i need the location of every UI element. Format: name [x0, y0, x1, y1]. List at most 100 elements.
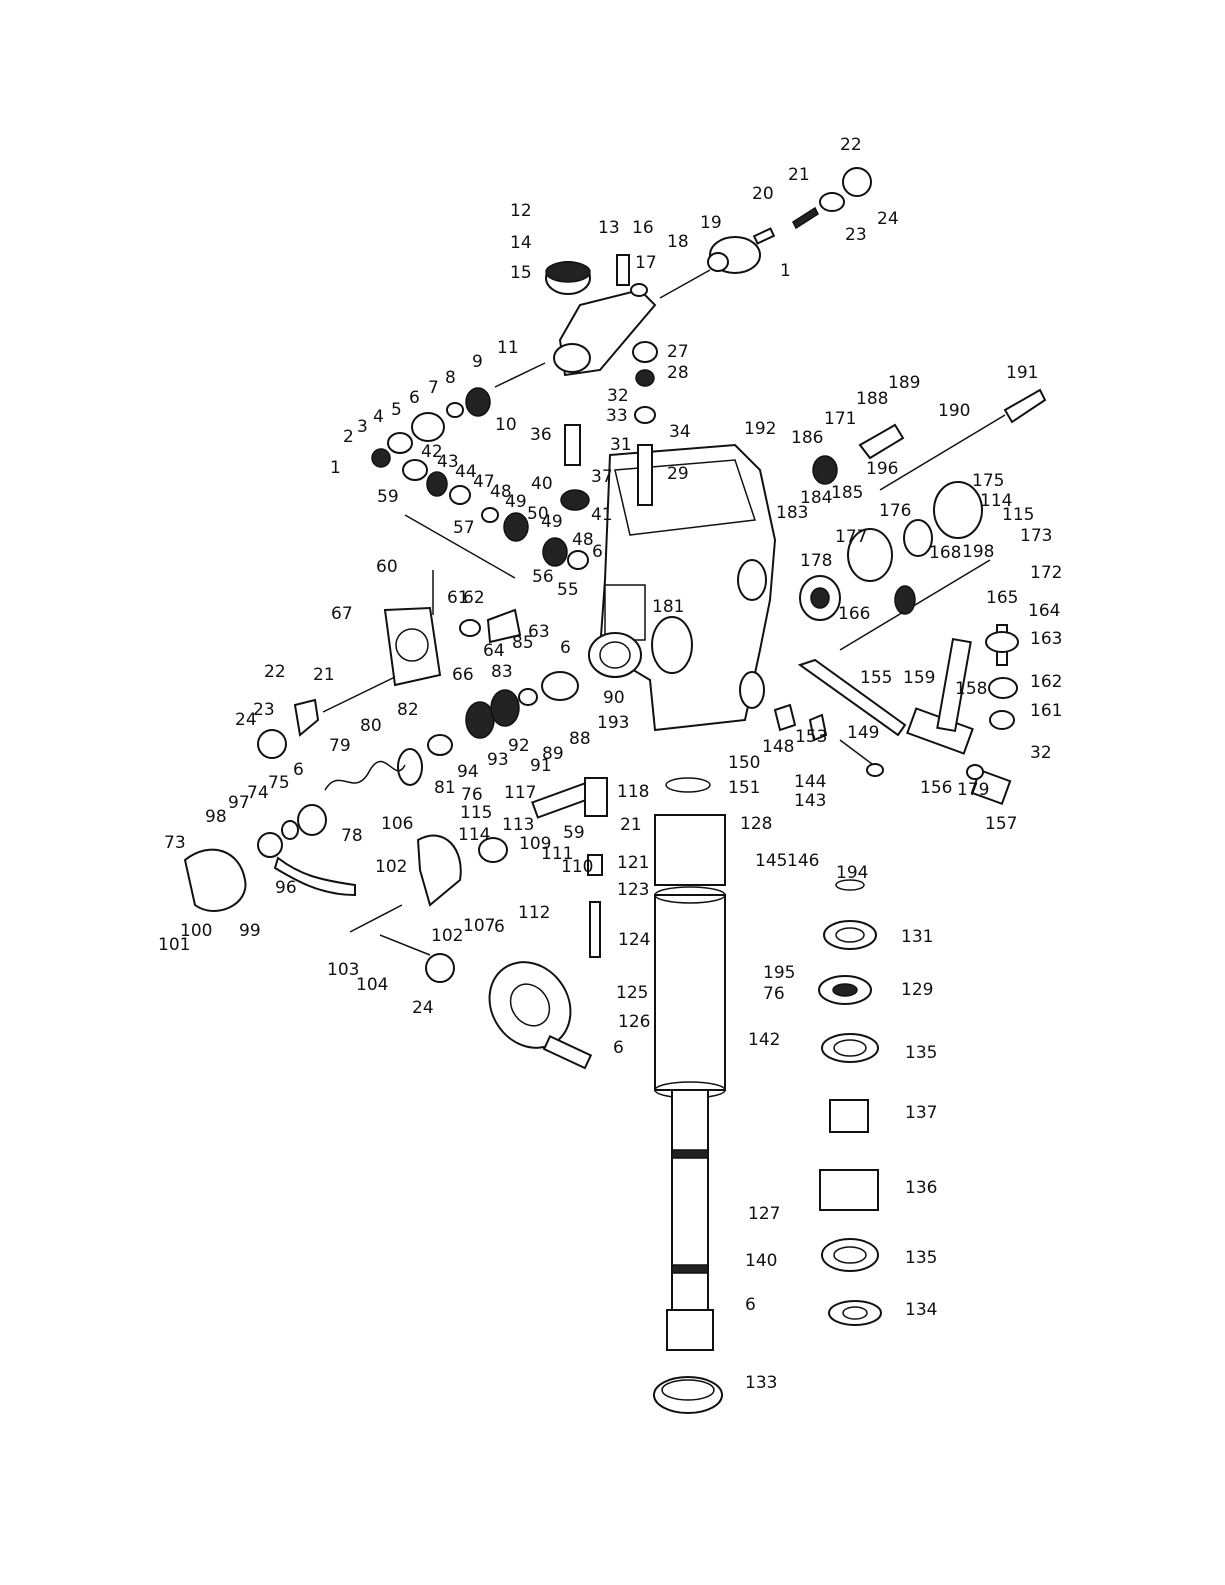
part-label: 149	[847, 723, 879, 743]
part-label: 172	[1030, 563, 1062, 583]
part-label: 176	[879, 501, 911, 521]
part-label: 112	[518, 903, 550, 923]
part-label: 107	[463, 916, 495, 936]
part-label: 6	[613, 1038, 624, 1058]
part-label: 48	[490, 482, 512, 502]
part-label: 76	[763, 984, 785, 1004]
part-label: 195	[763, 963, 795, 983]
part-label: 156	[920, 778, 952, 798]
part-label: 12	[510, 201, 532, 221]
part-labels: 1 1 2 3 4 5 6 6 6 6 6 6 6 7 8 9 10 11 12…	[158, 135, 1062, 1393]
part-label: 59	[377, 487, 399, 507]
part-label: 40	[531, 474, 553, 494]
left-mechanism	[183, 570, 579, 912]
part-label: 181	[652, 597, 684, 617]
part-label: 49	[541, 512, 563, 532]
part-label: 104	[356, 975, 388, 995]
part-label: 190	[938, 401, 970, 421]
part-label: 99	[239, 921, 261, 941]
part-label: 144	[794, 772, 826, 792]
part-label: 4	[373, 407, 384, 427]
part-label: 80	[360, 716, 382, 736]
part-label: 175	[972, 471, 1004, 491]
part-label: 159	[903, 668, 935, 688]
part-label: 74	[247, 783, 269, 803]
part-label: 135	[905, 1043, 937, 1063]
part-label: 16	[632, 218, 654, 238]
part-label: 136	[905, 1178, 937, 1198]
part-label: 76	[461, 785, 483, 805]
part-label: 9	[472, 352, 483, 372]
part-label: 78	[341, 826, 363, 846]
part-label: 179	[957, 780, 989, 800]
part-label: 6	[409, 388, 420, 408]
quill-feed	[349, 777, 608, 1070]
part-label: 6	[293, 760, 304, 780]
part-label: 36	[530, 425, 552, 445]
part-label: 102	[375, 857, 407, 877]
part-label: 43	[437, 452, 459, 472]
motor-bracket	[545, 254, 657, 377]
part-label: 98	[205, 807, 227, 827]
part-label: 42	[421, 442, 443, 462]
part-label: 3	[357, 417, 368, 437]
bearing-stack	[818, 879, 882, 1326]
part-label: 114	[980, 491, 1012, 511]
part-label: 89	[542, 744, 564, 764]
part-label: 13	[598, 218, 620, 238]
part-label: 115	[460, 803, 492, 823]
part-label: 142	[748, 1030, 780, 1050]
part-label: 114	[458, 825, 490, 845]
part-label: 32	[607, 386, 629, 406]
part-label: 67	[331, 604, 353, 624]
part-label: 18	[667, 232, 689, 252]
part-label: 1	[330, 458, 341, 478]
part-label: 93	[487, 750, 509, 770]
part-label: 73	[164, 833, 186, 853]
part-label: 166	[838, 604, 870, 624]
part-label: 148	[762, 737, 794, 757]
part-label: 60	[376, 557, 398, 577]
part-label: 82	[397, 700, 419, 720]
part-label: 28	[667, 363, 689, 383]
part-label: 31	[610, 435, 632, 455]
part-label: 11	[497, 338, 519, 358]
part-label: 15	[510, 263, 532, 283]
part-label: 64	[483, 641, 505, 661]
part-label: 34	[669, 422, 691, 442]
part-label: 134	[905, 1300, 937, 1320]
part-label: 23	[845, 225, 867, 245]
part-label: 126	[618, 1012, 650, 1032]
head-casting	[588, 443, 777, 732]
part-label: 171	[824, 409, 856, 429]
part-label: 151	[728, 778, 760, 798]
part-label: 131	[901, 927, 933, 947]
part-label: 5	[391, 400, 402, 420]
part-label: 193	[597, 713, 629, 733]
part-label: 91	[530, 756, 552, 776]
part-label: 189	[888, 373, 920, 393]
part-label: 157	[985, 814, 1017, 834]
part-label: 56	[532, 567, 554, 587]
part-label: 19	[700, 213, 722, 233]
part-label: 57	[453, 518, 475, 538]
part-label: 85	[512, 633, 534, 653]
part-label: 145	[755, 851, 787, 871]
part-label: 55	[557, 580, 579, 600]
part-label: 158	[955, 679, 987, 699]
part-label: 48	[572, 530, 594, 550]
part-label: 111	[541, 844, 573, 864]
part-label: 6	[560, 638, 571, 658]
part-label: 164	[1028, 601, 1060, 621]
part-label: 96	[275, 878, 297, 898]
right-feed-assembly	[773, 388, 1047, 806]
part-label: 168	[929, 543, 961, 563]
part-label: 188	[856, 389, 888, 409]
part-label: 22	[840, 135, 862, 155]
part-label: 146	[787, 851, 819, 871]
part-label: 178	[800, 551, 832, 571]
part-label: 22	[264, 662, 286, 682]
part-label: 21	[788, 165, 810, 185]
part-label: 24	[877, 209, 899, 229]
part-label: 10	[495, 415, 517, 435]
